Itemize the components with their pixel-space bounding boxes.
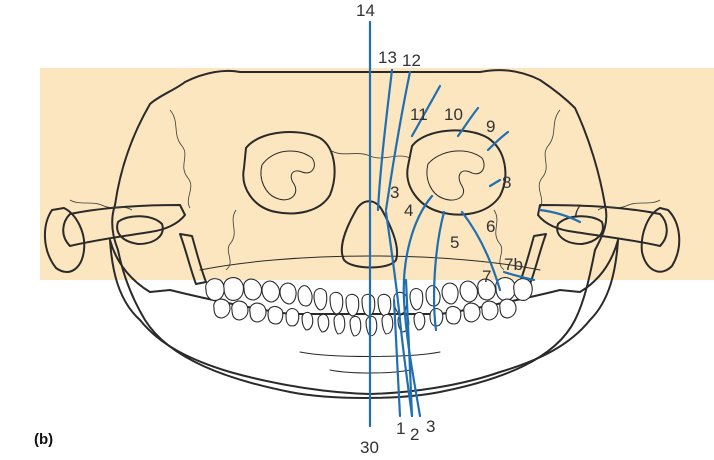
line-2 bbox=[404, 278, 414, 418]
background-band bbox=[40, 68, 714, 280]
line-7b bbox=[502, 270, 536, 282]
label-3-lower: 3 bbox=[426, 417, 435, 436]
label-2: 2 bbox=[410, 425, 419, 444]
line-8 bbox=[488, 178, 502, 188]
label-3-upper: 3 bbox=[390, 183, 399, 202]
label-10: 10 bbox=[444, 105, 463, 124]
line-12 bbox=[384, 70, 412, 212]
line-13 bbox=[376, 68, 394, 212]
nasal-aperture bbox=[340, 200, 398, 269]
left-orbit-inner bbox=[260, 150, 315, 201]
label-7-lower: 7 bbox=[482, 267, 491, 286]
right-condyle bbox=[556, 215, 604, 245]
label-13: 13 bbox=[378, 48, 397, 67]
right-mastoid bbox=[640, 207, 681, 273]
reference-lines bbox=[368, 20, 582, 428]
label-11: 11 bbox=[410, 105, 428, 124]
suture-zygoma-right bbox=[493, 209, 505, 271]
upper-teeth bbox=[205, 277, 533, 317]
label-6: 6 bbox=[486, 217, 495, 236]
skull-outline bbox=[111, 69, 608, 399]
label-12: 12 bbox=[402, 51, 421, 70]
suture-left bbox=[169, 109, 192, 209]
right-orbit-inner bbox=[426, 150, 485, 201]
left-condyle bbox=[116, 215, 164, 245]
left-mastoid bbox=[43, 207, 86, 273]
suture-right bbox=[538, 109, 561, 209]
label-9: 9 bbox=[486, 117, 495, 136]
line-11 bbox=[410, 84, 442, 138]
line-9 bbox=[486, 130, 510, 152]
line-10 bbox=[456, 106, 480, 138]
suture-ear-right bbox=[597, 199, 661, 211]
panel-label: (b) bbox=[34, 431, 53, 448]
line-6 bbox=[460, 210, 502, 292]
line-3-upper bbox=[384, 210, 414, 418]
suture-ear-left bbox=[69, 199, 133, 211]
suture-zygoma-left bbox=[225, 209, 237, 271]
label-8: 8 bbox=[502, 173, 511, 192]
left-ramus-notch bbox=[179, 233, 207, 285]
left-orbit bbox=[242, 131, 336, 215]
label-30: 30 bbox=[360, 438, 379, 457]
line-7-right bbox=[538, 208, 582, 224]
line-1-2 bbox=[392, 298, 402, 418]
label-5: 5 bbox=[450, 233, 459, 252]
line-4 bbox=[402, 194, 434, 418]
label-1: 1 bbox=[396, 419, 405, 438]
label-4: 4 bbox=[404, 201, 413, 220]
lower-teeth bbox=[213, 298, 517, 337]
label-7-right: 7 bbox=[572, 201, 581, 220]
label-14: 14 bbox=[356, 1, 375, 20]
label-7b: 7b bbox=[504, 255, 523, 274]
line-5 bbox=[433, 210, 446, 332]
